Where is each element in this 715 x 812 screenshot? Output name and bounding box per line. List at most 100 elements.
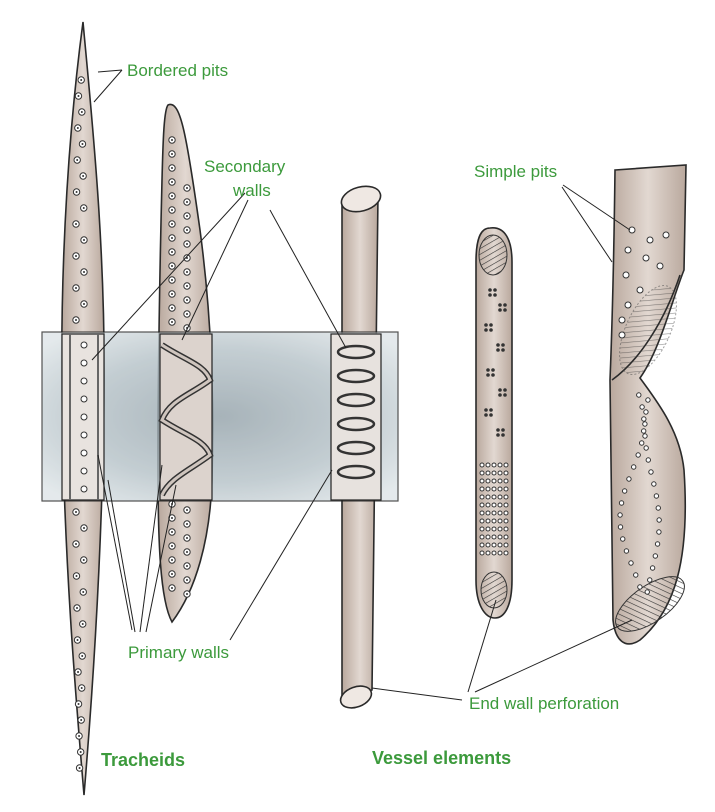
simple-pit	[657, 530, 661, 534]
simple-pit	[498, 463, 502, 467]
simple-pit	[504, 471, 508, 475]
simple-pit	[637, 287, 643, 293]
perforation-plate-bottom	[481, 572, 507, 608]
simple-pit	[492, 503, 496, 507]
simple-pit	[623, 272, 629, 278]
simple-pit	[663, 232, 669, 238]
simple-pit	[653, 554, 657, 558]
simple-pit	[627, 477, 631, 481]
simple-pit	[504, 479, 508, 483]
simple-pit	[496, 348, 500, 352]
simple-pit	[657, 263, 663, 269]
label-secondary-walls-line2: walls	[232, 181, 271, 200]
simple-pit	[489, 323, 493, 327]
bordered-pit	[81, 414, 87, 420]
simple-pit	[504, 495, 508, 499]
simple-pit	[486, 495, 490, 499]
label-bordered-pits: Bordered pits	[127, 61, 228, 80]
simple-pit	[480, 519, 484, 523]
simple-pit	[498, 551, 502, 555]
simple-pit	[501, 343, 505, 347]
simple-pit	[503, 393, 507, 397]
label-primary-walls: Primary walls	[128, 643, 229, 662]
simple-pit	[498, 503, 502, 507]
simple-pit	[621, 537, 625, 541]
simple-pit	[498, 543, 502, 547]
simple-pit	[489, 408, 493, 412]
simple-pit	[492, 527, 496, 531]
simple-pit	[504, 463, 508, 467]
simple-pit	[496, 433, 500, 437]
bordered-pit	[81, 378, 87, 384]
simple-pit	[486, 535, 490, 539]
bordered-pit	[81, 342, 87, 348]
simple-pit	[652, 482, 656, 486]
simple-pit	[639, 441, 643, 445]
simple-pit	[493, 288, 497, 292]
simple-pit	[486, 519, 490, 523]
bordered-pit	[81, 450, 87, 456]
simple-pit	[501, 348, 505, 352]
label-tracheids: Tracheids	[101, 750, 185, 770]
perforation-plate-top	[479, 235, 507, 275]
simple-pit	[625, 247, 631, 253]
simple-pit	[486, 551, 490, 555]
simple-pit	[498, 487, 502, 491]
simple-pit	[480, 551, 484, 555]
simple-pit	[501, 433, 505, 437]
simple-pit	[492, 519, 496, 523]
simple-pit	[498, 495, 502, 499]
simple-pit	[480, 503, 484, 507]
simple-pit	[498, 519, 502, 523]
simple-pit	[641, 429, 645, 433]
simple-pit	[484, 413, 488, 417]
cutaway-window	[42, 332, 398, 501]
simple-pit	[498, 393, 502, 397]
simple-pit	[629, 561, 633, 565]
simple-pit	[492, 535, 496, 539]
simple-pit	[486, 471, 490, 475]
simple-pit	[484, 408, 488, 412]
vessel-element-narrow	[476, 228, 512, 618]
simple-pit	[480, 471, 484, 475]
simple-pit	[656, 506, 660, 510]
simple-pit	[486, 503, 490, 507]
simple-pit	[480, 495, 484, 499]
simple-pit	[486, 543, 490, 547]
simple-pit	[496, 428, 500, 432]
simple-pit	[638, 585, 642, 589]
simple-pit	[503, 303, 507, 307]
simple-pit	[491, 373, 495, 377]
simple-pit	[622, 489, 626, 493]
simple-pit	[498, 479, 502, 483]
simple-pit	[501, 428, 505, 432]
simple-pit	[480, 487, 484, 491]
simple-pit	[484, 328, 488, 332]
simple-pit	[618, 513, 622, 517]
simple-pit	[644, 410, 648, 414]
simple-pit	[624, 549, 628, 553]
simple-pit	[493, 293, 497, 297]
simple-pit	[486, 527, 490, 531]
simple-pit	[645, 590, 649, 594]
simple-pit	[504, 527, 508, 531]
bordered-pit	[81, 360, 87, 366]
simple-pit	[636, 453, 640, 457]
simple-pit	[492, 495, 496, 499]
simple-pit	[486, 487, 490, 491]
simple-pit	[650, 566, 654, 570]
simple-pit	[498, 388, 502, 392]
simple-pit	[480, 527, 484, 531]
simple-pit	[503, 308, 507, 312]
simple-pit	[648, 578, 652, 582]
simple-pit	[647, 237, 653, 243]
label-vessel-elements: Vessel elements	[372, 748, 511, 768]
simple-pit	[486, 463, 490, 467]
bordered-pit	[81, 396, 87, 402]
simple-pit	[486, 373, 490, 377]
simple-pit	[504, 519, 508, 523]
simple-pit	[640, 405, 644, 409]
vessel-element-wide	[607, 165, 693, 644]
simple-pit	[643, 255, 649, 261]
